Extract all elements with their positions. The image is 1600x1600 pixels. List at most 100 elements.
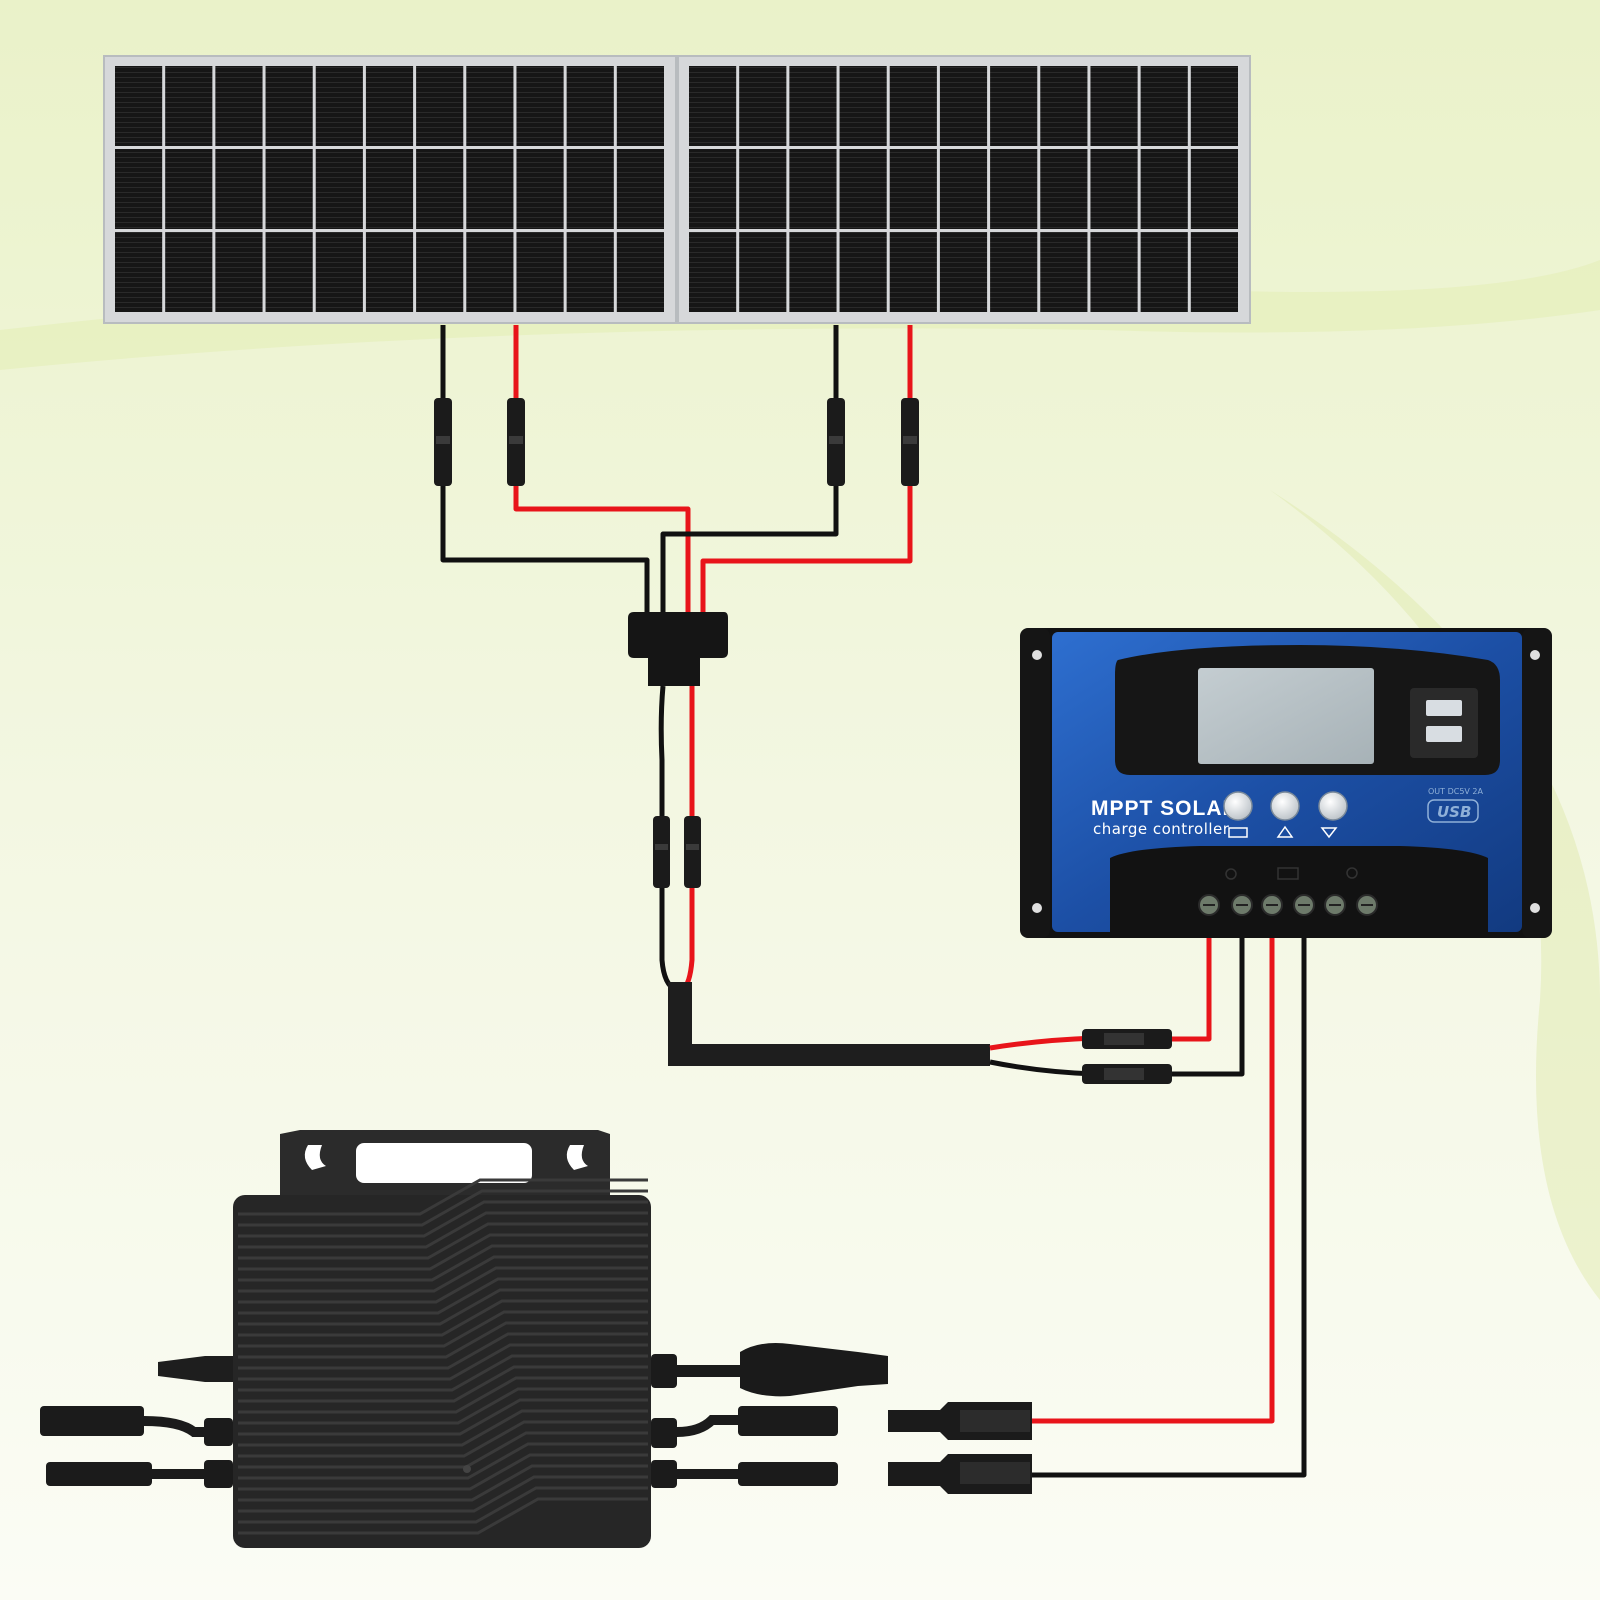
solar-cell [215,232,263,312]
solar-cell [315,149,363,229]
heat-fin [238,1288,648,1326]
usb-rating: OUT DC5V 2A [1428,787,1484,796]
controller-mount-right [1522,628,1552,938]
solar-cell [990,149,1038,229]
solar-cell [315,66,363,146]
heat-fin [238,1486,648,1524]
solar-cell [566,66,614,146]
combined-mc4-connectors [653,816,701,888]
heat-fin [238,1376,648,1414]
sun-icon [1225,868,1237,880]
inverter-right-cables [651,1343,888,1488]
up-button[interactable] [1270,791,1300,821]
output-negative [1032,938,1307,1478]
mount-hole [1530,903,1540,913]
solar-cell [466,149,514,229]
solar-cell [889,149,937,229]
heat-fin [238,1244,648,1282]
solar-cell [789,149,837,229]
solar-cell [839,232,887,312]
heat-fin [238,1211,648,1249]
ac-cable-gland [158,1356,233,1382]
solar-cell [939,66,988,146]
bracket-hook [304,1145,326,1170]
terminal-block [1110,846,1488,932]
heat-fin [238,1343,648,1381]
heat-fin [238,1409,648,1447]
heat-fin [238,1475,648,1513]
controller-wires [1032,938,1307,1478]
solar-cell [739,232,787,312]
heat-fin [238,1299,648,1337]
dc-input-connector [46,1462,152,1486]
heat-fin [238,1431,648,1469]
solar-cell [265,149,313,229]
pv-positive-in [1172,938,1212,1042]
solar-cell [1090,149,1138,229]
solar-cell [939,232,988,312]
solar-cell [839,66,887,146]
mount-hole [1032,650,1042,660]
down-arrow-icon [1320,827,1338,839]
usb-ports [1410,688,1478,758]
mount-hole [1032,903,1042,913]
solar-cell [466,232,514,312]
solar-cell [265,232,313,312]
solar-cell [516,66,564,146]
usb-port-2[interactable] [1426,726,1462,742]
solar-cell [990,66,1038,146]
controller-subtitle: charge controller [1093,820,1230,838]
solar-cell [616,149,664,229]
solar-panel-left [103,55,677,324]
heat-fin [238,1255,648,1293]
heat-fin [238,1189,648,1227]
heat-fin [238,1497,648,1535]
mc4-connector-joint [436,436,450,444]
solar-cell [889,232,937,312]
solar-cell [1140,66,1188,146]
output-mc4-connectors [888,1402,1032,1494]
solar-cell [889,66,937,146]
pv-negative-in [1172,938,1245,1077]
solar-cell [1090,232,1138,312]
heat-fin [238,1354,648,1392]
heat-fin [238,1420,648,1458]
dc-input-connector [40,1406,144,1436]
controller-mount-left [1020,628,1050,938]
solar-cell [616,232,664,312]
solar-cell [1190,149,1238,229]
solar-cell [789,232,837,312]
solar-cell [165,149,213,229]
heat-fin [238,1233,648,1271]
heat-fin [238,1442,648,1480]
solar-cell [1140,232,1188,312]
heat-fin [238,1453,648,1491]
mount-hole [1530,650,1540,660]
mppt-charge-controller: MPPT SOLAR charge controller OUT DC5V 2A… [1020,628,1552,938]
inverter-led [463,1465,471,1473]
heat-fin [238,1387,648,1425]
controller-title: MPPT SOLAR [1091,797,1239,820]
solar-panel-right [677,55,1251,324]
inverter-body [233,1195,651,1548]
menu-icon [1228,827,1248,838]
solar-cell [939,149,988,229]
heat-fin [238,1277,648,1315]
solar-cell [416,149,464,229]
solar-cell [165,232,213,312]
sheathed-cable [668,982,1172,1084]
solar-cell [416,66,464,146]
solar-cell [466,66,514,146]
panel-mc4-connectors [434,398,919,486]
down-button[interactable] [1318,791,1348,821]
mc4-connector-joint [509,436,523,444]
usb-port-1[interactable] [1426,700,1462,716]
dc-input-connector [738,1462,838,1486]
solar-cell [789,66,837,146]
inverter-left-cables [40,1356,233,1488]
solar-cell [689,232,737,312]
solar-cell [566,149,614,229]
solar-cell [365,232,414,312]
menu-button[interactable] [1223,791,1253,821]
